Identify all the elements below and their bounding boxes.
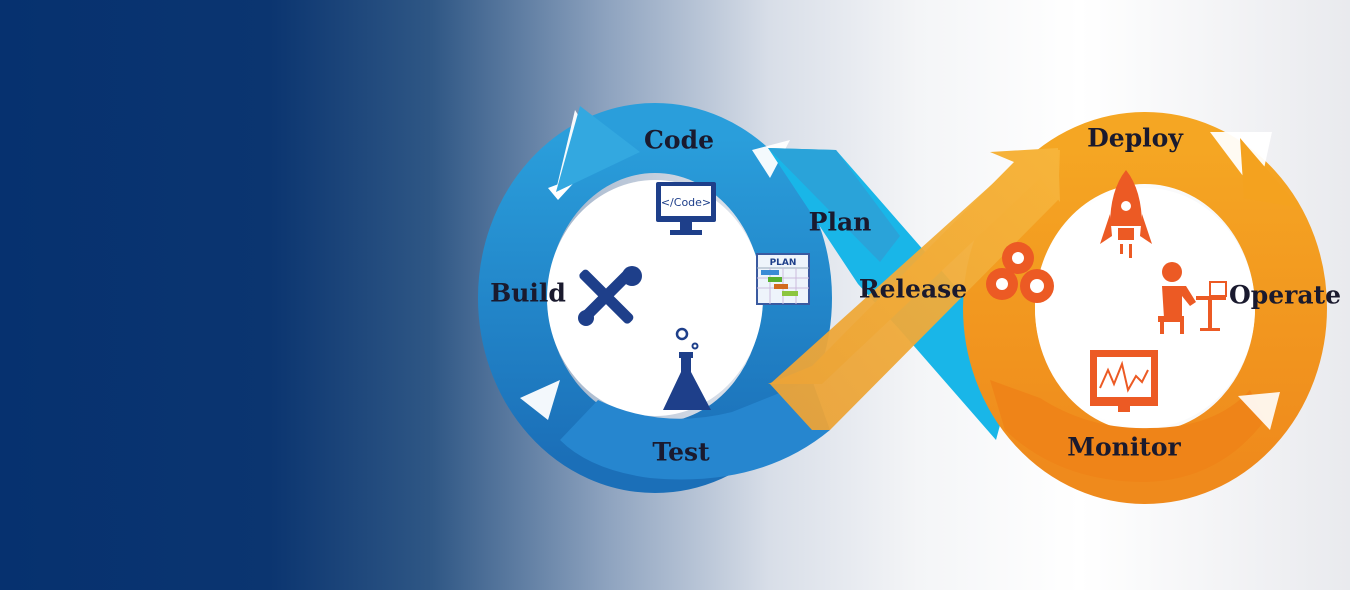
release-band-body <box>770 150 1060 430</box>
plan-chart-icon: PLAN <box>756 253 810 305</box>
stage-label-operate: Operate <box>1229 280 1341 310</box>
code-arrow-head <box>556 106 640 192</box>
monitor-chart-icon <box>1090 350 1158 412</box>
tools-icon <box>578 266 642 326</box>
operate-arrow-head <box>1240 138 1300 208</box>
stage-label-plan: Plan <box>808 207 872 237</box>
flask-icon <box>663 327 711 410</box>
test-arrow <box>560 380 830 480</box>
gears-icon <box>986 242 1054 303</box>
stage-label-deploy: Deploy <box>1087 123 1183 153</box>
monitor-code-icon: </Code> <box>656 182 716 235</box>
svg-text:</Code>: </Code> <box>661 196 711 209</box>
stage-label-test: Test <box>652 437 710 467</box>
ops-loop <box>963 112 1327 504</box>
person-at-desk-icon <box>1158 262 1227 334</box>
stage-label-build: Build <box>490 278 566 308</box>
stage-label-monitor: Monitor <box>1067 432 1181 462</box>
monitor-arrow <box>990 380 1265 482</box>
svg-text:PLAN: PLAN <box>770 258 797 268</box>
rocket-icon <box>1100 170 1152 258</box>
dev-loop <box>478 103 832 493</box>
plan-crossing-band-shadow <box>768 148 900 262</box>
stage-label-code: Code <box>644 125 714 155</box>
stage-label-release: Release <box>858 274 968 304</box>
